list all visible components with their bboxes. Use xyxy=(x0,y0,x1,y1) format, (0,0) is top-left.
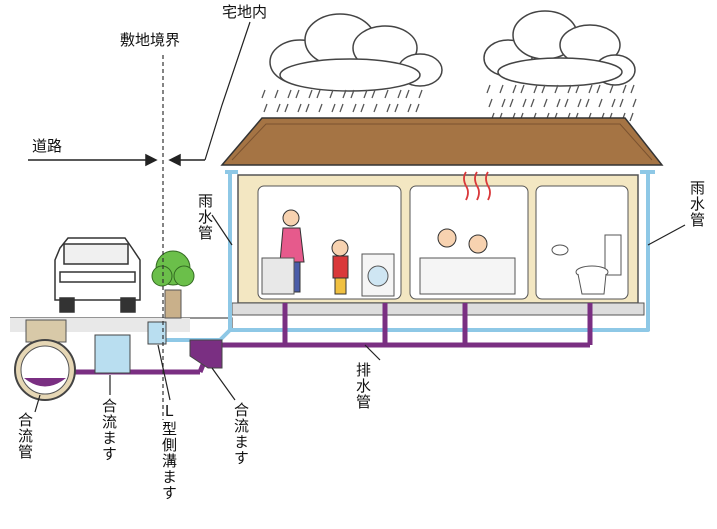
drain-pipe-label: 排水管 xyxy=(354,362,372,410)
rain-pipe-right-label: 雨水管 xyxy=(688,180,706,228)
l-gutter-box xyxy=(147,321,167,345)
cloud-left xyxy=(269,13,443,92)
house-roof xyxy=(220,117,664,166)
rain-pipe-left-label: 雨水管 xyxy=(196,193,214,241)
boundary-arrows xyxy=(28,153,205,167)
combined-box-road xyxy=(94,334,131,374)
people-bath xyxy=(419,171,516,295)
road-label: 道路 xyxy=(32,137,63,155)
tree xyxy=(151,250,195,319)
combined-sewer-label: 合流管 xyxy=(16,412,34,460)
combined-box-site xyxy=(189,339,223,369)
leader-lines xyxy=(34,21,686,413)
toilet xyxy=(551,234,622,295)
car xyxy=(54,237,141,313)
rain-pipe-system xyxy=(150,170,655,342)
combined-box-road-label: 合流ます xyxy=(100,398,118,462)
on-site-label: 宅地内 xyxy=(222,3,268,21)
combined-box-site-label: 合流ます xyxy=(232,402,250,466)
l-gutter-box-label: L型側溝ます xyxy=(160,402,178,501)
people-kitchen xyxy=(261,209,395,297)
house-foundation xyxy=(231,302,645,316)
cloud-right xyxy=(483,10,636,87)
property-line-label: 敷地境界 xyxy=(120,31,181,49)
